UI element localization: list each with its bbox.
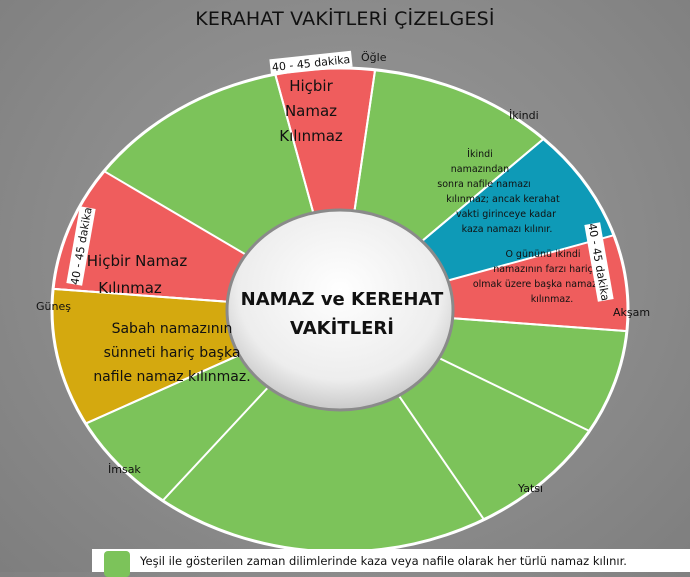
ikindi-blue-line: kılınmaz; ancak kerahat <box>446 194 560 205</box>
duration-tag-top: 40 - 45 dakika <box>269 50 353 76</box>
ikindi-blue-text: İkindi namazından sonra nafile namazı kı… <box>437 149 560 235</box>
aksam-red-line: O gününü ikindi <box>505 249 580 260</box>
ikindi-blue-line: namazından <box>451 164 509 175</box>
gunes-red-line: Hiçbir Namaz <box>87 252 188 270</box>
sabah-yellow-line: sünneti hariç başka <box>104 345 241 361</box>
time-label-ogle: Öğle <box>361 51 387 64</box>
time-label-ikindi: İkindi <box>509 109 539 122</box>
ogle-red-line: Hiçbir <box>289 77 333 95</box>
aksam-red-line: namazının farzı hariç <box>493 264 593 275</box>
center-title-line1: NAMAZ ve KEREHAT <box>241 289 444 310</box>
aksam-red-text: O gününü ikindi namazının farzı hariç ol… <box>473 249 597 305</box>
gunes-red-text: Hiçbir Namaz Kılınmaz <box>87 252 188 297</box>
aksam-red-line: olmak üzere başka namaz <box>473 279 597 290</box>
sabah-yellow-line: nafile namaz kılınmaz. <box>93 369 250 385</box>
ogle-red-line: Kılınmaz <box>279 127 343 145</box>
ikindi-blue-line: kaza namazı kılınır. <box>462 224 553 235</box>
ogle-red-text: Hiçbir Namaz Kılınmaz <box>279 77 343 145</box>
legend-bar: Yeşil ile gösterilen zaman dilimlerinde … <box>92 549 690 577</box>
center-title-line2: VAKİTLERİ <box>290 317 394 339</box>
time-label-gunes: Güneş <box>36 300 71 313</box>
ikindi-blue-line: İkindi <box>467 149 493 160</box>
page-title: KERAHAT VAKİTLERİ ÇİZELGESİ <box>195 8 495 30</box>
ikindi-blue-line: sonra nafile namazı <box>437 179 530 190</box>
gunes-red-line: Kılınmaz <box>98 279 162 297</box>
ikindi-blue-line: vakti girinceye kadar <box>456 209 556 220</box>
center-disc <box>225 208 455 412</box>
time-label-imsak: İmsak <box>108 463 141 476</box>
ogle-red-line: Namaz <box>285 102 337 120</box>
legend-text: Yeşil ile gösterilen zaman dilimlerinde … <box>140 554 627 568</box>
legend-green-swatch <box>104 551 130 577</box>
time-label-aksam: Akşam <box>613 306 650 319</box>
time-label-yatsi: Yatsı <box>517 482 543 495</box>
aksam-red-line: kılınmaz. <box>531 294 574 305</box>
sabah-yellow-text: Sabah namazının sünneti hariç başka nafi… <box>93 321 250 385</box>
sabah-yellow-line: Sabah namazının <box>112 321 233 337</box>
